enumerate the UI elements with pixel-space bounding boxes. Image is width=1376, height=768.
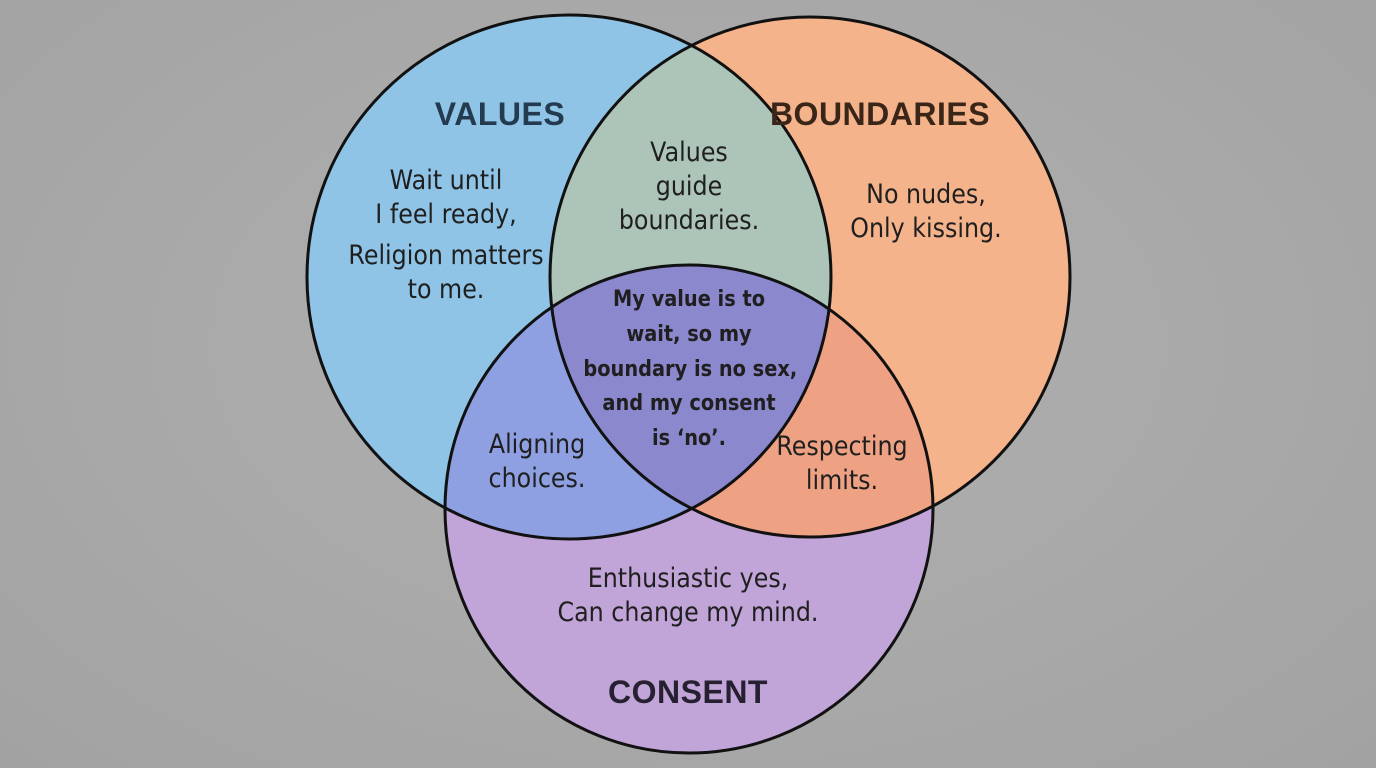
vb-line: Values [650, 137, 728, 168]
consent-line: Enthusiastic yes, [587, 563, 789, 594]
center-line: boundary is no sex, [583, 356, 798, 382]
values-boundaries-text: Values guide boundaries. [601, 136, 777, 237]
vc-line: choices. [488, 463, 586, 495]
boundaries-consent-text: Respecting limits. [763, 430, 921, 499]
vb-line: boundaries. [618, 204, 760, 236]
center-line: wait, so my [626, 321, 752, 347]
center-line: is ‘no’. [651, 426, 727, 451]
boundaries-line: No nudes, [866, 179, 986, 210]
values-consent-text: Aligning choices. [467, 428, 608, 497]
consent-line: Can change my mind. [557, 597, 819, 629]
values-circle-outline [305, 13, 833, 541]
boundaries-title: BOUNDARIES [769, 96, 991, 132]
consent-description: Enthusiastic yes, Can change my mind. [538, 562, 837, 631]
values-title: VALUES [434, 96, 566, 132]
bc-line: Respecting [776, 431, 908, 462]
boundaries-line: Only kissing. [850, 213, 1002, 245]
center-line: and my consent [602, 391, 776, 417]
vc-line: Aligning [488, 429, 586, 460]
center-text: My value is to wait, so my boundary is n… [583, 283, 798, 457]
values-line: to me. [407, 273, 485, 305]
boundaries-circle-outline [548, 15, 1072, 539]
values-line: Religion matters [348, 239, 544, 271]
consent-title: CONSENT [608, 674, 768, 710]
center-line: My value is to [612, 287, 766, 312]
values-description: Wait until I feel ready, Religion matter… [323, 164, 569, 307]
consent-circle-outline [443, 263, 935, 755]
boundaries-description: No nudes, Only kissing. [803, 178, 1049, 247]
vb-line: guide [655, 170, 723, 202]
values-line: Wait until [389, 165, 503, 196]
bc-line: limits. [805, 465, 879, 497]
values-line: I feel ready, [375, 199, 517, 231]
